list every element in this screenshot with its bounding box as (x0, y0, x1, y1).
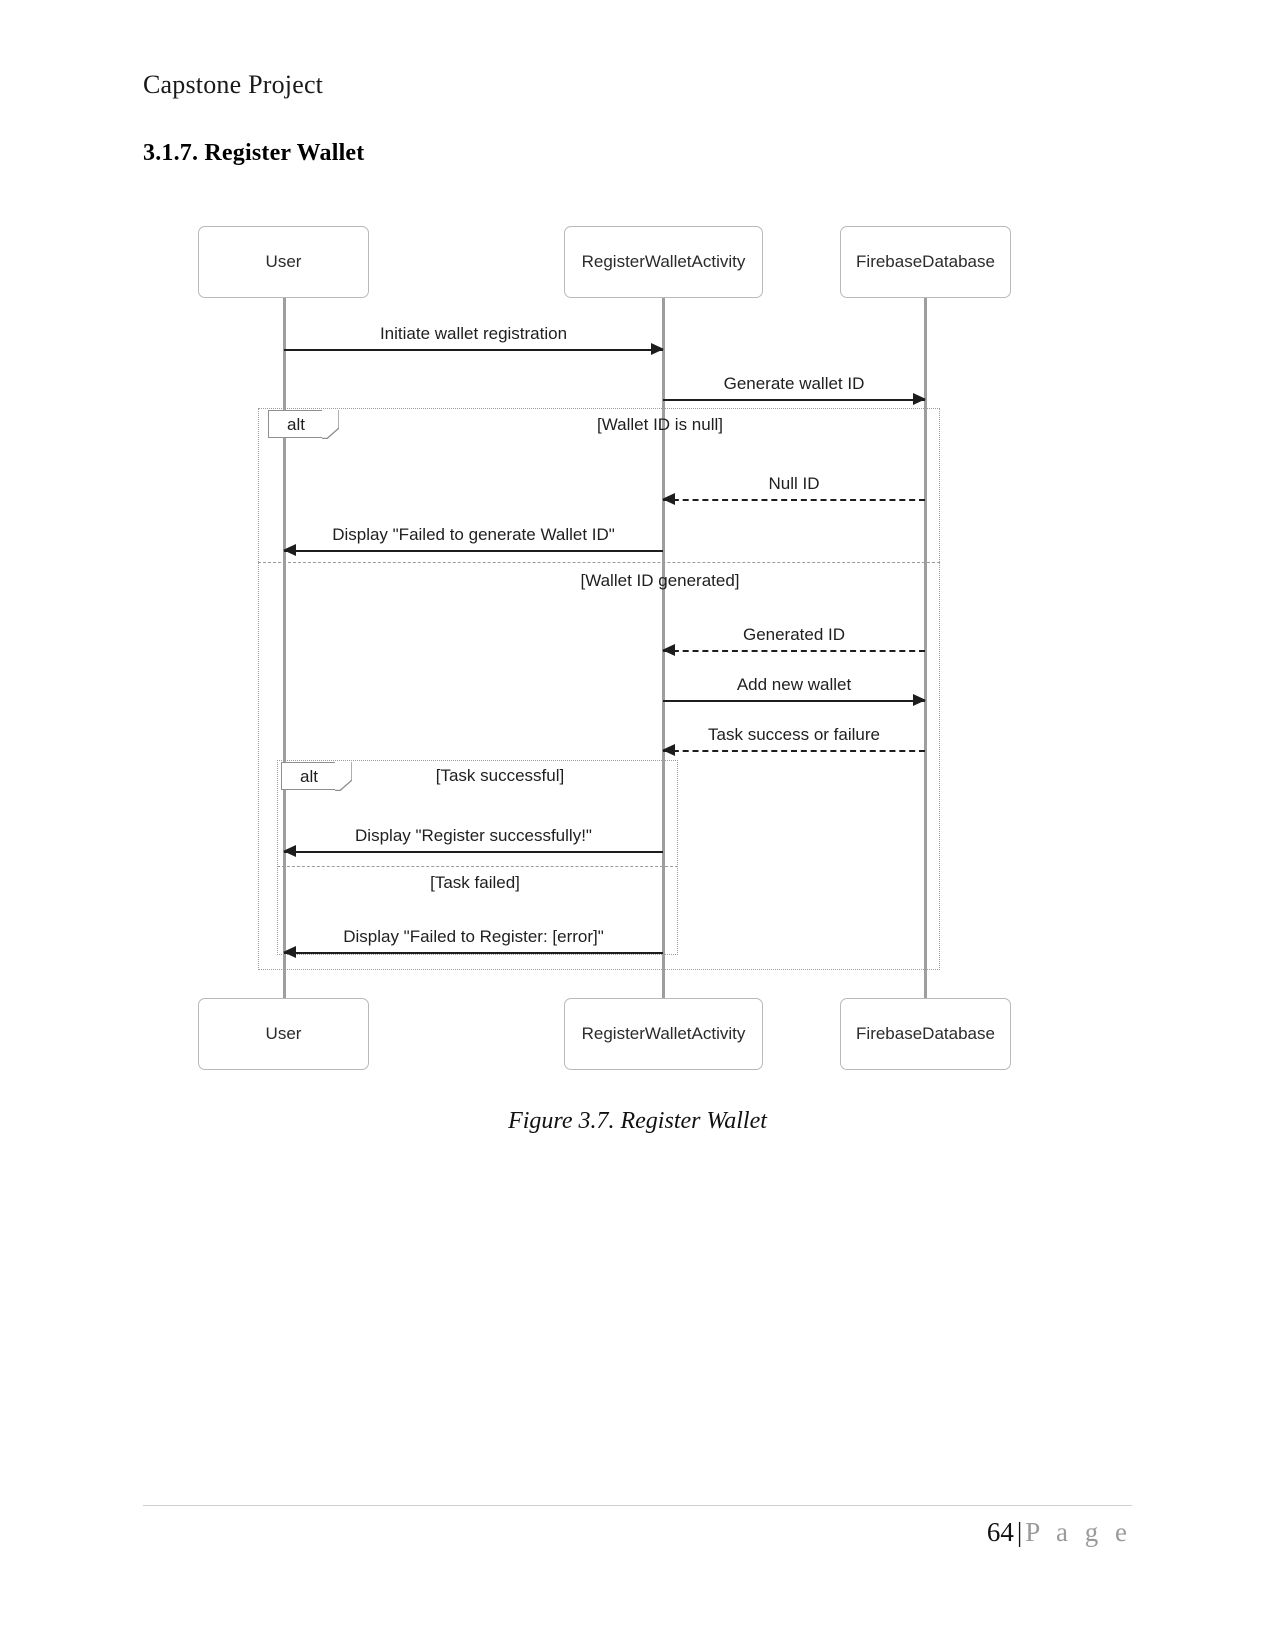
arrowhead-right-icon (651, 343, 664, 355)
figure-caption: Figure 3.7. Register Wallet (508, 1108, 767, 1134)
message-line (284, 851, 663, 853)
message-label: Add new wallet (736, 675, 852, 694)
arrowhead-right-icon (913, 393, 926, 405)
message-line (663, 650, 925, 652)
participant-label: FirebaseDatabase (856, 1024, 995, 1043)
message-line (284, 349, 663, 351)
message-label: Null ID (768, 474, 820, 493)
message-label: Initiate wallet registration (379, 324, 568, 343)
fragment-tag-corner-icon (335, 762, 352, 791)
message-label: Generated ID (742, 625, 846, 644)
message-line (663, 499, 925, 501)
arrowhead-left-icon (662, 744, 675, 756)
page-word-label: P a g e (1025, 1517, 1132, 1547)
message-add-new-wallet: Add new wallet (663, 675, 926, 706)
arrowhead-left-icon (283, 544, 296, 556)
lifeline-user (283, 296, 286, 1000)
fragment-alt-nested-divider (277, 866, 678, 867)
participant-label: FirebaseDatabase (856, 252, 995, 271)
participant-label: RegisterWalletActivity (581, 1024, 746, 1043)
arrowhead-left-icon (662, 644, 675, 656)
message-label: Generate wallet ID (723, 374, 865, 393)
arrowhead-left-icon (283, 845, 296, 857)
message-task-success-or-failure: Task success or failure (662, 725, 925, 756)
fragment-alt-nested-guard-2: [Task failed] (430, 873, 520, 892)
fragment-alt-outer-tag: alt (268, 410, 339, 439)
message-line (663, 399, 925, 401)
arrowhead-left-icon (662, 493, 675, 505)
page-header-title: Capstone Project (143, 70, 324, 99)
section-heading: 3.1.7. Register Wallet (143, 140, 365, 166)
message-line (284, 952, 663, 954)
message-generate-wallet-id: Generate wallet ID (663, 374, 926, 405)
fragment-alt-outer-guard-1: [Wallet ID is null] (597, 415, 723, 434)
participant-firebasedatabase-bottom[interactable]: FirebaseDatabase (840, 998, 1011, 1070)
message-label: Display "Register successfully!" (355, 826, 592, 845)
participant-firebasedatabase-top[interactable]: FirebaseDatabase (840, 226, 1011, 298)
lifeline-firebasedatabase (924, 296, 927, 1000)
fragment-alt-nested-operator: alt (300, 767, 318, 786)
message-initiate-wallet-registration: Initiate wallet registration (284, 324, 664, 355)
fragment-alt-nested-tag: alt (281, 762, 352, 791)
participant-label: User (265, 1024, 302, 1043)
fragment-alt-nested-guard-1: [Task successful] (435, 766, 565, 785)
message-null-id: Null ID (662, 474, 925, 505)
fragment-alt-outer-divider (258, 562, 940, 563)
arrowhead-left-icon (283, 946, 296, 958)
message-line (663, 700, 925, 702)
footer-divider (143, 1505, 1132, 1506)
participant-user-top[interactable]: User (198, 226, 369, 298)
page-number-value: 64 (986, 1517, 1014, 1547)
participant-registerwalletactivity-top[interactable]: RegisterWalletActivity (564, 226, 763, 298)
message-display-register-successfully: Display "Register successfully!" (283, 826, 663, 857)
fragment-alt-nested (277, 760, 678, 955)
message-line (284, 550, 663, 552)
footer-page-number: 64|P a g e (987, 1517, 1132, 1548)
page-number-separator: | (1016, 1517, 1023, 1547)
message-generated-id: Generated ID (662, 625, 925, 656)
message-display-failed-generate-wallet-id: Display "Failed to generate Wallet ID" (283, 525, 663, 556)
message-label: Display "Failed to Register: [error]" (343, 927, 604, 946)
message-display-failed-to-register: Display "Failed to Register: [error]" (283, 927, 663, 958)
participant-label: User (265, 252, 302, 271)
fragment-alt-outer-operator: alt (287, 415, 305, 434)
message-line (663, 750, 925, 752)
participant-user-bottom[interactable]: User (198, 998, 369, 1070)
participant-registerwalletactivity-bottom[interactable]: RegisterWalletActivity (564, 998, 763, 1070)
arrowhead-right-icon (913, 694, 926, 706)
sequence-diagram: alt [Wallet ID is null] [Wallet ID gener… (198, 226, 1011, 1070)
participant-label: RegisterWalletActivity (581, 252, 746, 271)
message-label: Task success or failure (708, 725, 880, 744)
fragment-alt-outer-guard-2: [Wallet ID generated] (580, 571, 740, 590)
fragment-tag-corner-icon (322, 410, 339, 439)
fragment-alt-outer (258, 408, 940, 970)
message-label: Display "Failed to generate Wallet ID" (332, 525, 615, 544)
